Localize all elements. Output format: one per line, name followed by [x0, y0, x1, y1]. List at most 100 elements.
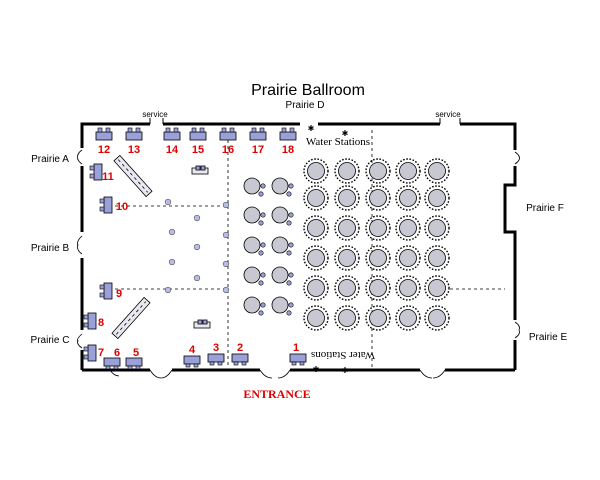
booth-9 — [99, 282, 113, 300]
small-round-table — [243, 177, 266, 197]
banquet-table — [424, 185, 450, 211]
banquet-table — [365, 185, 391, 211]
banquet-table — [424, 158, 450, 184]
banquet-table — [334, 185, 360, 211]
room-label-prairie-d: Prairie D — [286, 100, 325, 111]
banquet-table — [395, 245, 421, 271]
banquet-table — [395, 305, 421, 331]
ballroom-title: Prairie Ballroom — [251, 82, 365, 99]
booth-6 — [103, 357, 121, 370]
diagonal-table-bottom — [111, 296, 151, 340]
booth-number-3: 3 — [213, 342, 219, 354]
booth-number-16: 16 — [222, 144, 234, 156]
booth-14 — [163, 127, 181, 141]
banquet-table — [365, 305, 391, 331]
banquet-table — [303, 158, 329, 184]
banquet-table — [365, 215, 391, 241]
booth-number-18: 18 — [282, 144, 294, 156]
booth-number-6: 6 — [114, 347, 120, 359]
small-round-table — [243, 266, 266, 286]
banquet-table — [303, 185, 329, 211]
banquet-table — [365, 245, 391, 271]
booth-number-7: 7 — [98, 347, 104, 359]
small-round-tables — [243, 177, 294, 316]
banquet-table — [395, 215, 421, 241]
small-round-table — [243, 206, 266, 226]
banquet-table — [303, 215, 329, 241]
small-round-table — [243, 236, 266, 256]
booth-11 — [89, 163, 103, 181]
small-round-table — [271, 236, 294, 256]
booth-number-5: 5 — [133, 347, 139, 359]
outer-walls — [80, 118, 517, 372]
banquet-table — [395, 185, 421, 211]
banquet-table — [334, 305, 360, 331]
booth-number-11: 11 — [102, 171, 114, 183]
booth-number-12: 12 — [98, 144, 110, 156]
banquet-table — [334, 215, 360, 241]
buffet-station-bottom — [193, 319, 211, 329]
booth-2 — [231, 353, 249, 366]
small-round-table — [271, 206, 294, 226]
entrance-label: ENTRANCE — [243, 387, 310, 401]
banquet-table — [395, 158, 421, 184]
booth-16 — [219, 127, 237, 141]
door-swings — [77, 149, 520, 379]
banquet-table — [303, 275, 329, 301]
banquet-table — [424, 245, 450, 271]
banquet-table — [334, 275, 360, 301]
booth-17 — [249, 127, 267, 141]
room-label-prairie-e: Prairie E — [529, 332, 568, 343]
banquet-table — [424, 305, 450, 331]
room-label-prairie-a: Prairie A — [31, 154, 69, 165]
banquet-table — [303, 305, 329, 331]
water-stations-bottom-label: Water Stations — [311, 349, 375, 361]
service-label-left: service — [142, 110, 168, 119]
banquet-table — [334, 245, 360, 271]
bottom-booths — [103, 353, 307, 370]
booth-number-14: 14 — [166, 144, 179, 156]
booth-1 — [289, 353, 307, 366]
svg-text:✱: ✱ — [308, 124, 315, 133]
booth-7 — [83, 344, 97, 362]
small-round-table — [271, 177, 294, 197]
booth-5 — [125, 357, 143, 370]
booth-13 — [125, 127, 143, 141]
banquet-table — [395, 275, 421, 301]
booth-number-8: 8 — [98, 317, 104, 329]
svg-text:✱: ✱ — [342, 129, 349, 138]
top-booths — [95, 127, 297, 141]
small-round-table — [271, 296, 294, 316]
booth-number-2: 2 — [237, 342, 243, 354]
svg-text:✱: ✱ — [342, 366, 349, 375]
small-round-table — [271, 266, 294, 286]
svg-text:✱: ✱ — [313, 365, 320, 374]
booth-10 — [99, 196, 113, 214]
booth-12 — [95, 127, 113, 141]
buffet-station-top — [191, 165, 209, 175]
water-stations-top-label: Water Stations — [306, 136, 370, 148]
booth-15 — [189, 127, 207, 141]
banquet-table — [303, 245, 329, 271]
partition-lines — [115, 130, 505, 368]
booth-number-9: 9 — [116, 288, 122, 300]
service-label-right: service — [435, 110, 461, 119]
banquet-table — [424, 215, 450, 241]
cocktail-tables — [164, 198, 230, 294]
booth-number-1: 1 — [293, 342, 299, 354]
water-station-bottom: ✱ ✱ — [313, 365, 349, 375]
banquet-table — [334, 158, 360, 184]
booth-number-13: 13 — [128, 144, 140, 156]
room-label-prairie-c: Prairie C — [31, 335, 70, 346]
booth-4 — [183, 355, 201, 368]
diagonal-table-top — [113, 154, 153, 198]
room-label-prairie-b: Prairie B — [31, 243, 70, 254]
booth-number-10: 10 — [116, 201, 128, 213]
banquet-table — [365, 158, 391, 184]
booth-number-4: 4 — [189, 344, 196, 356]
banquet-table — [365, 275, 391, 301]
small-round-table — [243, 296, 266, 316]
water-station-top: ✱ ✱ — [308, 124, 349, 138]
banquet-tables — [303, 158, 450, 331]
